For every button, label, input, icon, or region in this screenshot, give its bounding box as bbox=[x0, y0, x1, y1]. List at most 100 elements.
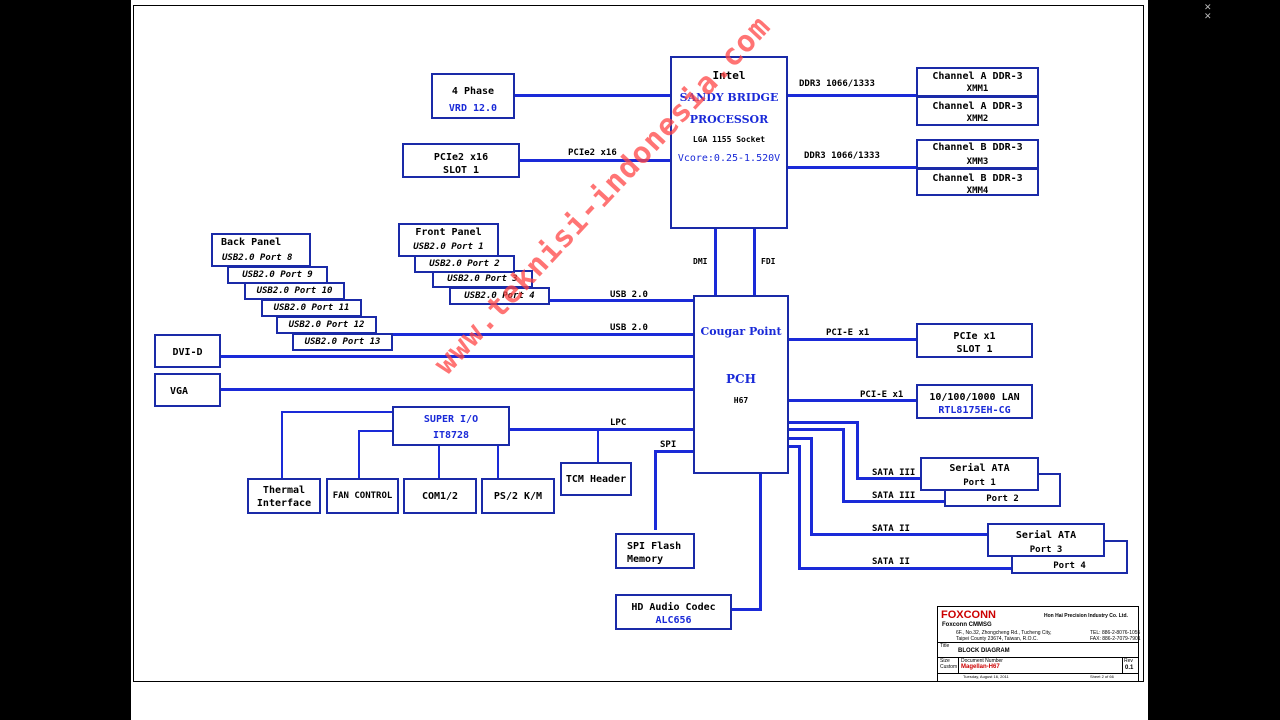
sata-bus-4-label: SATA II bbox=[872, 557, 910, 567]
back-panel-title: Back Panel bbox=[221, 237, 282, 248]
lan-model: RTL8175EH-CG bbox=[938, 405, 1011, 416]
sata-port-label: Port 4 bbox=[1053, 561, 1086, 571]
expand-icon[interactable]: ✕ bbox=[1204, 3, 1212, 13]
foxconn-logo: FOXCONN bbox=[941, 609, 996, 621]
ddr-slot-channel: Channel A DDR-3 bbox=[932, 101, 1023, 112]
ddr-bus-a-label: DDR3 1066/1333 bbox=[799, 79, 875, 89]
back-panel-port-9: USB2.0 Port 9 bbox=[227, 266, 328, 284]
cpu-family: SANDY BRIDGE bbox=[679, 91, 779, 104]
drawing-title: BLOCK DIAGRAM bbox=[958, 648, 1010, 654]
vga-connector: VGA bbox=[154, 373, 221, 407]
lan-label: 10/100/1000 LAN bbox=[929, 392, 1020, 403]
back-panel-port-11: USB2.0 Port 11 bbox=[261, 299, 362, 317]
tcm-label: TCM Header bbox=[565, 474, 627, 485]
usb-port-label: USB2.0 Port 8 bbox=[222, 253, 293, 263]
address-1: 6F., No.32, Zhongcheng Rd., Tucheng City… bbox=[956, 630, 1052, 636]
pcie-x16-slot-label: SLOT 1 bbox=[442, 165, 480, 176]
audio-label: HD Audio Codec bbox=[631, 602, 716, 613]
pcie-x1-slot-label: SLOT 1 bbox=[956, 344, 993, 355]
title-label: Title bbox=[940, 643, 950, 649]
telephone: TEL: 886-2-8076-1055 bbox=[1090, 630, 1141, 636]
cpu-vcore: Vcore:0.25-1.520V bbox=[677, 153, 781, 164]
company-name: Hon Hai Precision Industry Co. Ltd. bbox=[1044, 613, 1128, 619]
sata-bus-2-label: SATA III bbox=[872, 491, 916, 501]
spi-flash-memory: SPI Flash Memory bbox=[615, 533, 695, 569]
ddr-slot-channel: Channel A DDR-3 bbox=[932, 71, 1023, 82]
audio-model: ALC656 bbox=[655, 615, 692, 626]
back-panel-header: Back Panel USB2.0 Port 8 bbox=[211, 233, 311, 267]
lpc-label: LPC bbox=[610, 418, 627, 428]
sata-title: Serial ATA bbox=[1015, 530, 1077, 541]
sheet-value: Sheet 2 of 66 bbox=[1090, 674, 1114, 679]
usb-port-label: USB2.0 Port 10 bbox=[256, 286, 333, 296]
ddr-slot-xmm3: Channel B DDR-3 XMM3 bbox=[916, 139, 1039, 169]
com-label: COM1/2 bbox=[421, 491, 459, 502]
ddr-slot-name: XMM4 bbox=[966, 186, 989, 196]
ddr-slot-xmm4: Channel B DDR-3 XMM4 bbox=[916, 168, 1039, 196]
rev-value: 0.1 bbox=[1125, 665, 1134, 671]
thermal-label: Thermal bbox=[262, 485, 306, 496]
pcie-x1-slot: PCIe x1 SLOT 1 bbox=[916, 323, 1033, 358]
size-value: Custom bbox=[940, 664, 958, 670]
sata-connector-a: Serial ATA Port 1 bbox=[920, 457, 1039, 491]
sata-port-label: Port 1 bbox=[963, 478, 996, 488]
cpu-socket: LGA 1155 Socket bbox=[692, 135, 766, 144]
super-io-block: SUPER I/O IT8728 bbox=[392, 406, 510, 446]
usb-port-label: USB2.0 Port 1 bbox=[413, 242, 484, 252]
ddr-slot-xmm2: Channel A DDR-3 XMM2 bbox=[916, 96, 1039, 126]
usb-port-label: USB2.0 Port 3 bbox=[447, 274, 518, 284]
fdi-label: FDI bbox=[761, 257, 776, 266]
group-name: Foxconn CMMSG bbox=[942, 622, 992, 628]
collapse-icon[interactable]: ✕ bbox=[1204, 12, 1212, 22]
usb-port-label: USB2.0 Port 9 bbox=[242, 270, 313, 280]
sata-port-label: Port 2 bbox=[986, 494, 1019, 504]
pch-label: PCH bbox=[726, 372, 756, 386]
lan-controller: 10/100/1000 LAN RTL8175EH-CG bbox=[916, 384, 1033, 419]
sata-port-label: Port 3 bbox=[1029, 545, 1063, 555]
pcie-x16-bus-label: PCIe2 x16 bbox=[568, 148, 617, 158]
back-panel-port-12: USB2.0 Port 12 bbox=[276, 316, 377, 334]
super-io-label: SUPER I/O bbox=[423, 414, 479, 425]
usb-bus-front-label: USB 2.0 bbox=[610, 290, 648, 300]
pch-codename: Cougar Point bbox=[700, 325, 782, 338]
lan-bus-label: PCI-E x1 bbox=[860, 390, 904, 400]
ddr-slot-channel: Channel B DDR-3 bbox=[932, 142, 1023, 153]
window-corner-icons[interactable]: ✕ ✕ bbox=[1204, 4, 1212, 22]
dvi-label: DVI-D bbox=[172, 347, 203, 358]
pch-block: Cougar Point PCH H67 bbox=[693, 295, 789, 474]
pcie-x16-label: PCIe2 x16 bbox=[433, 152, 489, 163]
rev-label: Rev bbox=[1124, 658, 1133, 664]
usb-port-label: USB2.0 Port 11 bbox=[273, 303, 350, 313]
front-panel-header: Front Panel USB2.0 Port 1 bbox=[398, 223, 499, 257]
spi-flash-label: SPI Flash bbox=[627, 541, 682, 552]
usb-port-label: USB2.0 Port 12 bbox=[288, 320, 365, 330]
schematic-frame bbox=[133, 5, 1144, 682]
title-block: FOXCONN Hon Hai Precision Industry Co. L… bbox=[937, 606, 1141, 682]
back-panel-port-13: USB2.0 Port 13 bbox=[292, 333, 393, 351]
usb-bus-back-label: USB 2.0 bbox=[610, 323, 648, 333]
ddr-slot-name: XMM1 bbox=[966, 84, 989, 94]
ddr-slot-name: XMM2 bbox=[966, 114, 989, 124]
ddr-slot-name: XMM3 bbox=[966, 157, 989, 167]
fax: FAX: 886-2-7079-7901 bbox=[1090, 636, 1141, 642]
pcie-x1-label: PCIe x1 bbox=[953, 331, 996, 342]
pcie-x16-slot: PCIe2 x16 SLOT 1 bbox=[402, 143, 520, 178]
hd-audio-codec: HD Audio Codec ALC656 bbox=[615, 594, 732, 630]
sata-connector-b: Serial ATA Port 3 bbox=[987, 523, 1105, 557]
ddr-slot-channel: Channel B DDR-3 bbox=[932, 173, 1023, 184]
usb-port-label: USB2.0 Port 4 bbox=[464, 291, 535, 301]
com-ports: COM1/2 bbox=[403, 478, 477, 514]
thermal-label-2: Interface bbox=[256, 498, 312, 509]
spi-flash-label-2: Memory bbox=[627, 554, 664, 565]
pch-model: H67 bbox=[733, 396, 749, 405]
front-panel-title: Front Panel bbox=[415, 227, 482, 238]
vrd-version: VRD 12.0 bbox=[448, 103, 498, 114]
cpu-type: PROCESSOR bbox=[689, 113, 769, 126]
vga-label: VGA bbox=[170, 386, 189, 397]
docnum-label: Document Number bbox=[961, 658, 1003, 664]
spi-label: SPI bbox=[660, 440, 677, 450]
ddr-slot-xmm1: Channel A DDR-3 XMM1 bbox=[916, 67, 1039, 97]
dvi-connector: DVI-D bbox=[154, 334, 221, 368]
thermal-interface: Thermal Interface bbox=[247, 478, 321, 514]
sata-bus-1-label: SATA III bbox=[872, 468, 916, 478]
